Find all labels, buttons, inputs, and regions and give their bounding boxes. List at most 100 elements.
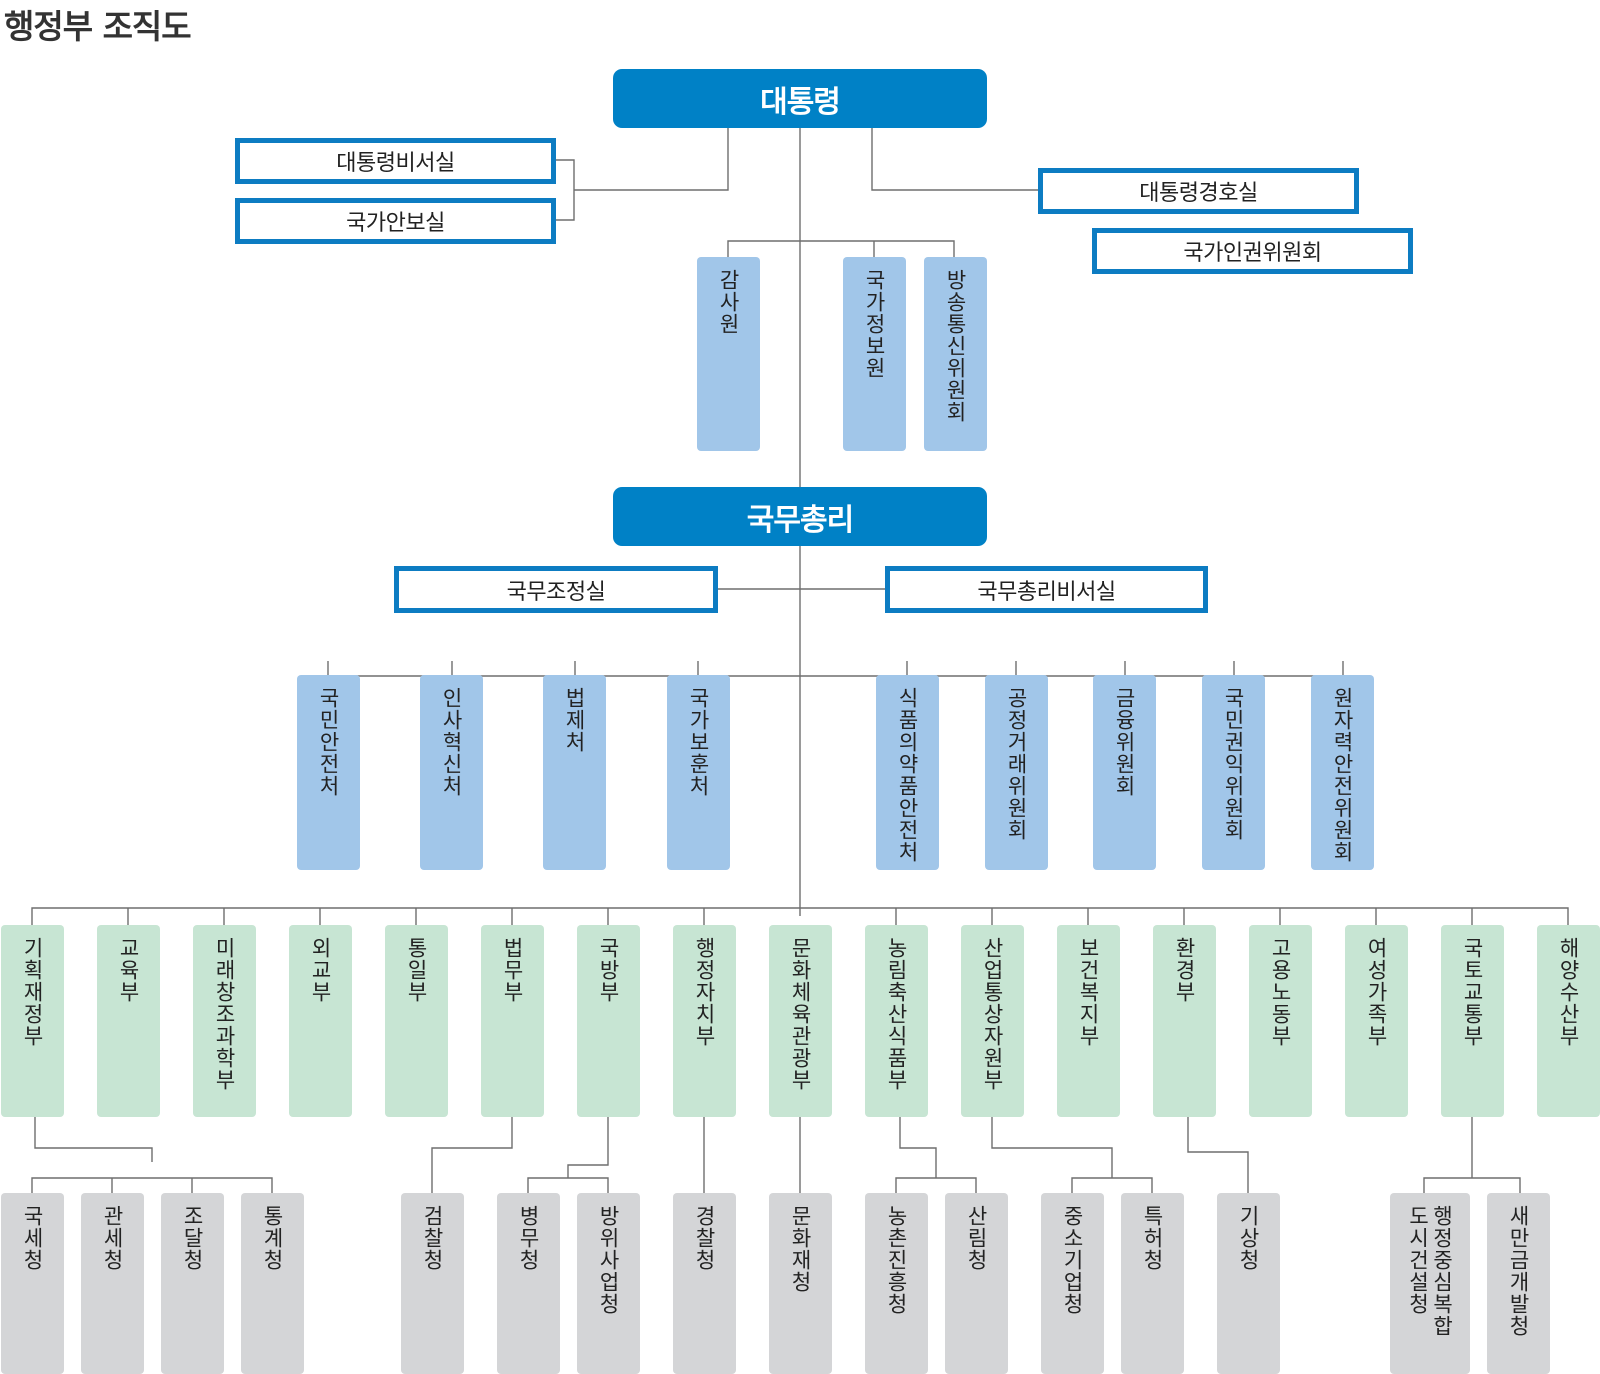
ministry-box: 환경부 — [1153, 925, 1216, 1117]
sub-agency-box: 중소기업청 — [1041, 1193, 1104, 1374]
sub-agency-label: 새만금개발청 — [1506, 1205, 1531, 1337]
ministry-box: 행정자치부 — [673, 925, 736, 1117]
sub-agency-box: 경찰청 — [673, 1193, 736, 1374]
ministry-label: 산업통상자원부 — [980, 937, 1005, 1091]
sub-agency-label: 방위사업청 — [596, 1205, 621, 1315]
ministry-box: 외교부 — [289, 925, 352, 1117]
sub-agency-box: 기상청 — [1217, 1193, 1280, 1374]
veterans-ministry-box: 국가보훈처 — [667, 675, 730, 870]
ministry-label: 교육부 — [116, 937, 141, 1003]
ministry-box: 고용노동부 — [1249, 925, 1312, 1117]
agency-label: 공정거래위원회 — [1004, 687, 1029, 841]
ministry-box: 보건복지부 — [1057, 925, 1120, 1117]
ministry-label: 문화체육관광부 — [788, 937, 813, 1091]
sub-agency-box: 특허청 — [1121, 1193, 1184, 1374]
ministry-box: 산업통상자원부 — [961, 925, 1024, 1117]
ministry-label: 법무부 — [500, 937, 525, 1003]
page-title: 행정부 조직도 — [4, 7, 192, 46]
justice-agencies-line — [431, 1117, 513, 1193]
finance-agencies-line — [31, 1117, 273, 1193]
broadcasting-commission-box: 방송통신위원회 — [924, 257, 987, 451]
sub-agency-box: 문화재청 — [769, 1193, 832, 1374]
legislation-ministry-box: 법제처 — [543, 675, 606, 870]
personnel-ministry-box: 인사혁신처 — [420, 675, 483, 870]
agency-label: 인사혁신처 — [439, 687, 464, 797]
audit-board-box: 감사원 — [697, 257, 760, 451]
ministry-box: 미래창조과학부 — [193, 925, 256, 1117]
safety-ministry-box: 국민안전처 — [297, 675, 360, 870]
land-agencies-line — [1423, 1117, 1521, 1193]
sub-agency-label: 문화재청 — [788, 1205, 813, 1293]
environment-agencies-line — [1187, 1117, 1249, 1193]
agency-label: 국가보훈처 — [686, 687, 711, 797]
food-drug-ministry-box: 식품의약품안전처 — [876, 675, 939, 870]
rights-commission-box: 국민권익위원회 — [1202, 675, 1265, 870]
ministry-label: 여성가족부 — [1364, 937, 1389, 1047]
ministries-drops — [127, 908, 1473, 925]
sub-agency-box: 산림청 — [945, 1193, 1008, 1374]
ministry-box: 기획재정부 — [1, 925, 64, 1117]
ministry-label: 환경부 — [1172, 937, 1197, 1003]
ministry-label: 국방부 — [596, 937, 621, 1003]
sub-agency-label: 특허청 — [1140, 1205, 1165, 1271]
ministry-label: 행정자치부 — [692, 937, 717, 1047]
ministry-label: 고용노동부 — [1268, 937, 1293, 1047]
pm-agencies-bus — [327, 661, 1344, 677]
ministry-label: 국토교통부 — [1460, 937, 1485, 1047]
ministry-box: 농림축산식품부 — [865, 925, 928, 1117]
ministry-box: 통일부 — [385, 925, 448, 1117]
ministry-label: 미래창조과학부 — [212, 937, 237, 1091]
agency-label: 국민권익위원회 — [1221, 687, 1246, 841]
fair-trade-commission-box: 공정거래위원회 — [985, 675, 1048, 870]
financial-commission-box: 금융위원회 — [1093, 675, 1156, 870]
nuclear-commission-box: 원자력안전위원회 — [1311, 675, 1374, 870]
agriculture-agencies-line — [895, 1117, 977, 1193]
coordination-office-box: 국무조정실 — [394, 566, 718, 613]
prime-minister-box: 국무총리 — [613, 487, 987, 546]
ministry-box: 해양수산부 — [1537, 925, 1600, 1117]
sub-agency-label: 농촌진흥청 — [884, 1205, 909, 1315]
ministry-label: 농림축산식품부 — [884, 937, 909, 1091]
pm-agencies-drops — [451, 661, 1235, 676]
sub-agency-label: 국세청 — [20, 1205, 45, 1271]
ministry-label: 보건복지부 — [1076, 937, 1101, 1047]
ministry-box: 여성가족부 — [1345, 925, 1408, 1117]
ministry-label: 기획재정부 — [20, 937, 45, 1047]
agency-label: 방송통신위원회 — [943, 269, 968, 423]
agency-label: 국가정보원 — [862, 269, 887, 379]
agency-label: 금융위원회 — [1112, 687, 1137, 797]
sub-agency-label: 중소기업청 — [1060, 1205, 1085, 1315]
agency-label: 원자력안전위원회 — [1330, 687, 1355, 863]
human-rights-commission-box: 국가인권위원회 — [1092, 228, 1413, 274]
sub-agency-box: 농촌진흥청 — [865, 1193, 928, 1374]
sub-agency-box: 방위사업청 — [577, 1193, 640, 1374]
sub-agency-label: 조달청 — [180, 1205, 205, 1271]
ministry-box: 법무부 — [481, 925, 544, 1117]
security-service-box: 대통령경호실 — [1038, 168, 1359, 214]
sub-agency-label: 관세청 — [100, 1205, 125, 1271]
sub-agency-label: 통계청 — [260, 1205, 285, 1271]
intelligence-service-box: 국가정보원 — [843, 257, 906, 451]
sub-agency-label: 병무청 — [516, 1205, 541, 1271]
ministry-label: 통일부 — [404, 937, 429, 1003]
defense-agencies-line — [527, 1117, 609, 1193]
industry-agencies-line — [991, 1117, 1153, 1193]
sub-agency-label: 기상청 — [1236, 1205, 1261, 1271]
agency-label: 국민안전처 — [316, 687, 341, 797]
sub-agency-box: 국세청 — [1, 1193, 64, 1374]
ministry-box: 교육부 — [97, 925, 160, 1117]
sub-agency-label: 검찰청 — [420, 1205, 445, 1271]
sub-agency-label-line1: 행정중심복합 — [1430, 1205, 1455, 1337]
agency-label: 감사원 — [716, 269, 741, 335]
sub-agency-label-line2: 도시건설청 — [1406, 1205, 1430, 1315]
ministry-box: 국방부 — [577, 925, 640, 1117]
pm-secretariat-box: 국무총리비서실 — [885, 566, 1208, 613]
sub-agency-box: 통계청 — [241, 1193, 304, 1374]
ministries-bus — [31, 907, 1569, 925]
secretariat-box: 대통령비서실 — [235, 138, 556, 184]
sub-agency-box: 새만금개발청 — [1487, 1193, 1550, 1374]
ministry-label: 외교부 — [308, 937, 333, 1003]
sub-agency-box: 조달청 — [161, 1193, 224, 1374]
